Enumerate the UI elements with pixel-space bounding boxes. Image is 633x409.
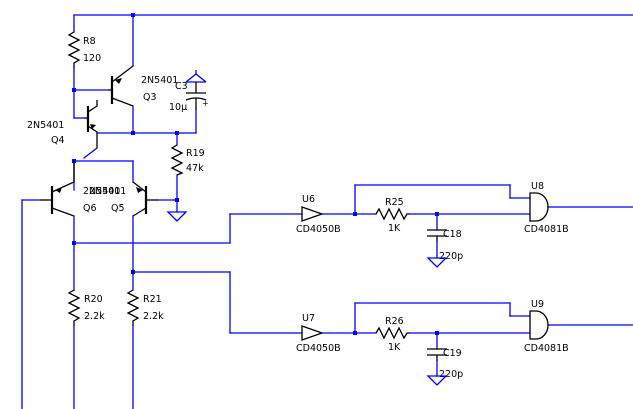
c18-ref: C18 [443, 229, 462, 240]
r21-value: 2.2k [143, 311, 164, 322]
ground-symbol-r19 [166, 211, 188, 222]
capacitor-c18[interactable]: C18 220p [427, 229, 463, 262]
u9-ref: U9 [531, 299, 544, 310]
transistor-q6[interactable]: 2N5401 Q6 [40, 161, 120, 217]
ground-symbol-c19 [426, 375, 448, 386]
resistor-r26[interactable]: R26 1K [375, 316, 410, 353]
and-gate-u8[interactable]: U8 CD4081B [524, 181, 569, 235]
r19-value: 47k [186, 163, 204, 174]
q6-model: 2N5401 [83, 186, 120, 197]
capacitor-c19[interactable]: C19 220p [427, 348, 463, 380]
capacitor-c3[interactable]: + C3 10µ [169, 70, 209, 113]
q3-model: 2N5401 [141, 75, 178, 86]
u8-model: CD4081B [524, 224, 569, 235]
resistor-r20[interactable]: R20 2.2k [67, 289, 105, 326]
resistor-r8[interactable]: R8 120 [67, 31, 101, 68]
resistor-r21[interactable]: R21 2.2k [126, 289, 164, 326]
q4-model: 2N5401 [27, 120, 64, 131]
c3-ref: C3 [175, 81, 188, 92]
resistor-r25[interactable]: R25 1K [375, 197, 410, 234]
r20-value: 2.2k [84, 311, 105, 322]
ground-symbol-c18 [426, 257, 448, 268]
u6-ref: U6 [302, 194, 315, 205]
q3-ref: Q3 [143, 92, 157, 103]
r26-value: 1K [388, 342, 401, 353]
resistor-r19[interactable]: R19 47k [170, 144, 205, 176]
r25-value: 1K [388, 223, 401, 234]
r8-value: 120 [83, 53, 101, 64]
wires [21, 14, 633, 409]
u6-model: CD4050B [296, 224, 341, 235]
r25-ref: R25 [385, 197, 404, 208]
r26-ref: R26 [385, 316, 404, 327]
u7-model: CD4050B [296, 343, 341, 354]
c3-polarity: + [202, 99, 209, 108]
u8-ref: U8 [531, 181, 544, 192]
q5-ref: Q5 [111, 203, 125, 214]
c3-value: 10µ [169, 102, 187, 113]
c19-ref: C19 [443, 348, 462, 359]
transistor-q4[interactable]: 2N5401 Q4 [27, 100, 98, 148]
junctions [72, 13, 439, 335]
r21-ref: R21 [143, 294, 162, 305]
u9-model: CD4081B [524, 343, 569, 354]
r8-ref: R8 [83, 36, 96, 47]
transistor-q3[interactable]: 2N5401 Q3 [108, 65, 178, 107]
q6-ref: Q6 [83, 203, 97, 214]
r20-ref: R20 [84, 294, 103, 305]
buffer-u6[interactable]: U6 CD4050B [296, 194, 341, 235]
and-gate-u9[interactable]: U9 CD4081B [524, 299, 569, 354]
c18-value: 220p [439, 251, 463, 262]
q4-ref: Q4 [51, 135, 65, 146]
q5-model: 2N5401 [89, 186, 126, 197]
transistor-q5[interactable]: 2N5401 Q5 [89, 181, 158, 217]
r19-ref: R19 [186, 148, 205, 159]
buffer-u7[interactable]: U7 CD4050B [296, 313, 341, 354]
c19-value: 220p [439, 369, 463, 380]
u7-ref: U7 [302, 313, 315, 324]
